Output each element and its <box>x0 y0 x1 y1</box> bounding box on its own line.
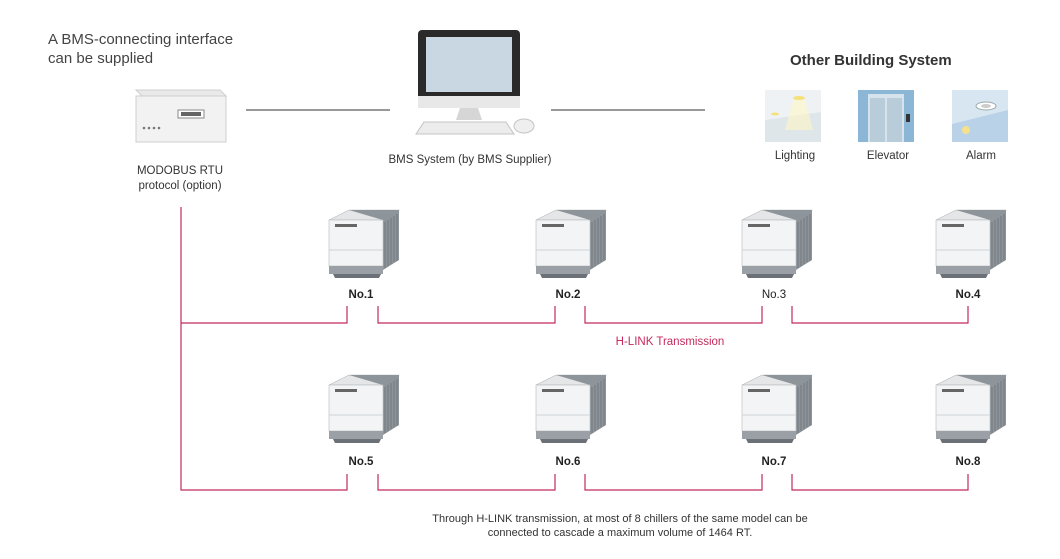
rtu-caption-line-1: MODOBUS RTU <box>136 165 224 177</box>
bms-caption: BMS System (by BMS Supplier) <box>388 154 552 166</box>
chiller-unit-icon <box>323 371 403 445</box>
lighting-icon <box>765 90 821 142</box>
chiller-unit-icon <box>530 371 610 445</box>
chiller-label: No.7 <box>761 456 787 468</box>
bms-computer-icon <box>414 28 538 142</box>
rtu-caption-line-2: protocol (option) <box>138 180 222 192</box>
chiller-unit-icon <box>736 206 816 280</box>
intro-line-2: can be supplied <box>48 50 154 67</box>
chiller-unit-icon <box>736 371 816 445</box>
footnote: Through H-LINK transmission, at most of … <box>330 512 910 540</box>
chiller-label: No.4 <box>955 289 981 301</box>
chiller-unit-icon <box>930 206 1010 280</box>
chiller-label: No.1 <box>348 289 374 301</box>
chiller-unit-icon <box>930 371 1010 445</box>
chiller-label: No.6 <box>555 456 581 468</box>
chiller-label: No.2 <box>555 289 581 301</box>
rtu-device-icon <box>134 88 230 144</box>
intro-line-1: A BMS-connecting interface <box>48 31 234 48</box>
chiller-label: No.3 <box>761 289 787 301</box>
other-building-title: Other Building System <box>790 52 952 69</box>
hlink-label: H-LINK Transmission <box>615 336 725 348</box>
intro-text: A BMS-connecting interface can be suppli… <box>48 30 233 68</box>
lighting-label: Lighting <box>774 150 816 162</box>
alarm-label: Alarm <box>965 150 997 162</box>
elevator-icon <box>858 90 914 142</box>
chiller-unit-icon <box>323 206 403 280</box>
hlink-bus <box>180 207 969 491</box>
chiller-label: No.8 <box>955 456 981 468</box>
alarm-icon <box>952 90 1008 142</box>
chiller-label: No.5 <box>348 456 374 468</box>
rtu-caption: MODOBUS RTU protocol (option) <box>110 164 250 194</box>
footnote-line-1: Through H-LINK transmission, at most of … <box>432 513 808 525</box>
footnote-line-2: connected to cascade a maximum volume of… <box>487 527 753 539</box>
chiller-unit-icon <box>530 206 610 280</box>
elevator-label: Elevator <box>866 150 910 162</box>
